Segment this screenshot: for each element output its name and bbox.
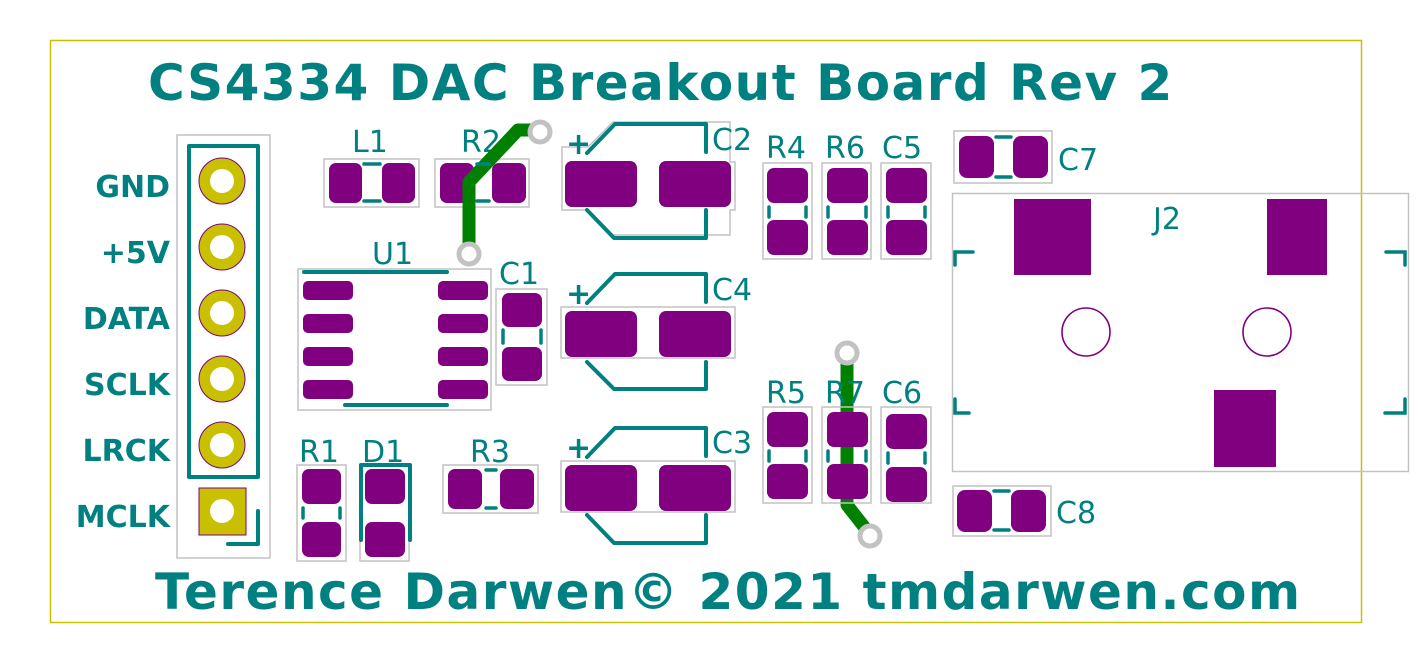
component-c5[interactable]: C5 <box>880 131 932 260</box>
c4-ref: C4 <box>712 273 752 308</box>
c3-ref: C3 <box>712 426 752 461</box>
j1-pin-mclk[interactable] <box>198 487 247 536</box>
c4-polarity: + <box>566 277 591 312</box>
component-r5[interactable]: R5 <box>762 376 813 504</box>
r4-ref: R4 <box>766 131 806 166</box>
c2-ref: C2 <box>712 123 752 158</box>
c6-ref: C6 <box>882 376 922 411</box>
j2-ref: J2 <box>1151 202 1181 237</box>
pin-label-sclk: SCLK <box>84 368 172 403</box>
component-r1[interactable]: R1 <box>296 435 347 562</box>
j1-silkscreen-outline <box>187 144 260 479</box>
connector-j2[interactable]: J2 <box>951 192 1410 473</box>
component-c6[interactable]: C6 <box>880 376 932 504</box>
via <box>456 241 482 267</box>
pin-label-mclk: MCLK <box>76 500 172 535</box>
j1-pin-data[interactable] <box>198 289 246 337</box>
d1-ref: D1 <box>362 435 404 470</box>
c7-ref: C7 <box>1058 143 1098 178</box>
component-d1[interactable]: D1 <box>359 435 412 562</box>
component-c3[interactable]: + C3 <box>560 426 752 545</box>
l1-ref: L1 <box>352 125 388 160</box>
j1-pin-sclk[interactable] <box>198 355 246 403</box>
j1-pin-5v[interactable] <box>198 223 246 271</box>
j1-pin-gnd[interactable] <box>198 157 246 205</box>
trace-r7 <box>840 346 876 540</box>
component-c2[interactable]: + C2 <box>561 121 752 240</box>
j1-pin1-marker <box>226 509 260 546</box>
pin-label-lrck: LRCK <box>83 434 172 469</box>
j1-pin-lrck[interactable] <box>198 421 246 469</box>
component-c8[interactable]: C8 <box>952 485 1096 537</box>
component-c1[interactable]: C1 <box>495 257 548 386</box>
board-footer: Terence Darwen© 2021 tmdarwen.com <box>155 563 1302 621</box>
component-r7[interactable]: R7 <box>821 376 872 504</box>
j1-courtyard <box>176 134 271 559</box>
r1-ref: R1 <box>299 435 339 470</box>
board-outline <box>49 39 1363 624</box>
via <box>834 340 860 366</box>
component-r3[interactable]: R3 <box>442 435 539 514</box>
component-r6[interactable]: R6 <box>821 131 872 260</box>
u1-ref: U1 <box>372 237 413 272</box>
component-u1[interactable]: U1 <box>297 237 492 411</box>
component-c7[interactable]: C7 <box>953 130 1098 184</box>
c1-ref: C1 <box>499 257 539 292</box>
c3-polarity: + <box>566 431 591 466</box>
component-c4[interactable]: + C4 <box>560 272 752 391</box>
board-title: CS4334 DAC Breakout Board Rev 2 <box>148 54 1174 112</box>
c2-polarity: + <box>566 127 591 162</box>
via <box>527 119 553 145</box>
r7-ref: R7 <box>825 376 865 411</box>
pin-label-data: DATA <box>83 302 171 337</box>
via <box>857 523 883 549</box>
r5-ref: R5 <box>766 376 806 411</box>
r3-ref: R3 <box>470 435 510 470</box>
c5-ref: C5 <box>882 131 922 166</box>
connector-j1[interactable] <box>176 134 271 559</box>
r6-ref: R6 <box>825 131 865 166</box>
pin-label-5v: +5V <box>101 236 171 271</box>
component-r4[interactable]: R4 <box>762 131 813 260</box>
component-l1[interactable]: L1 <box>323 125 420 208</box>
pin-label-gnd: GND <box>95 170 170 205</box>
c8-ref: C8 <box>1056 496 1096 531</box>
